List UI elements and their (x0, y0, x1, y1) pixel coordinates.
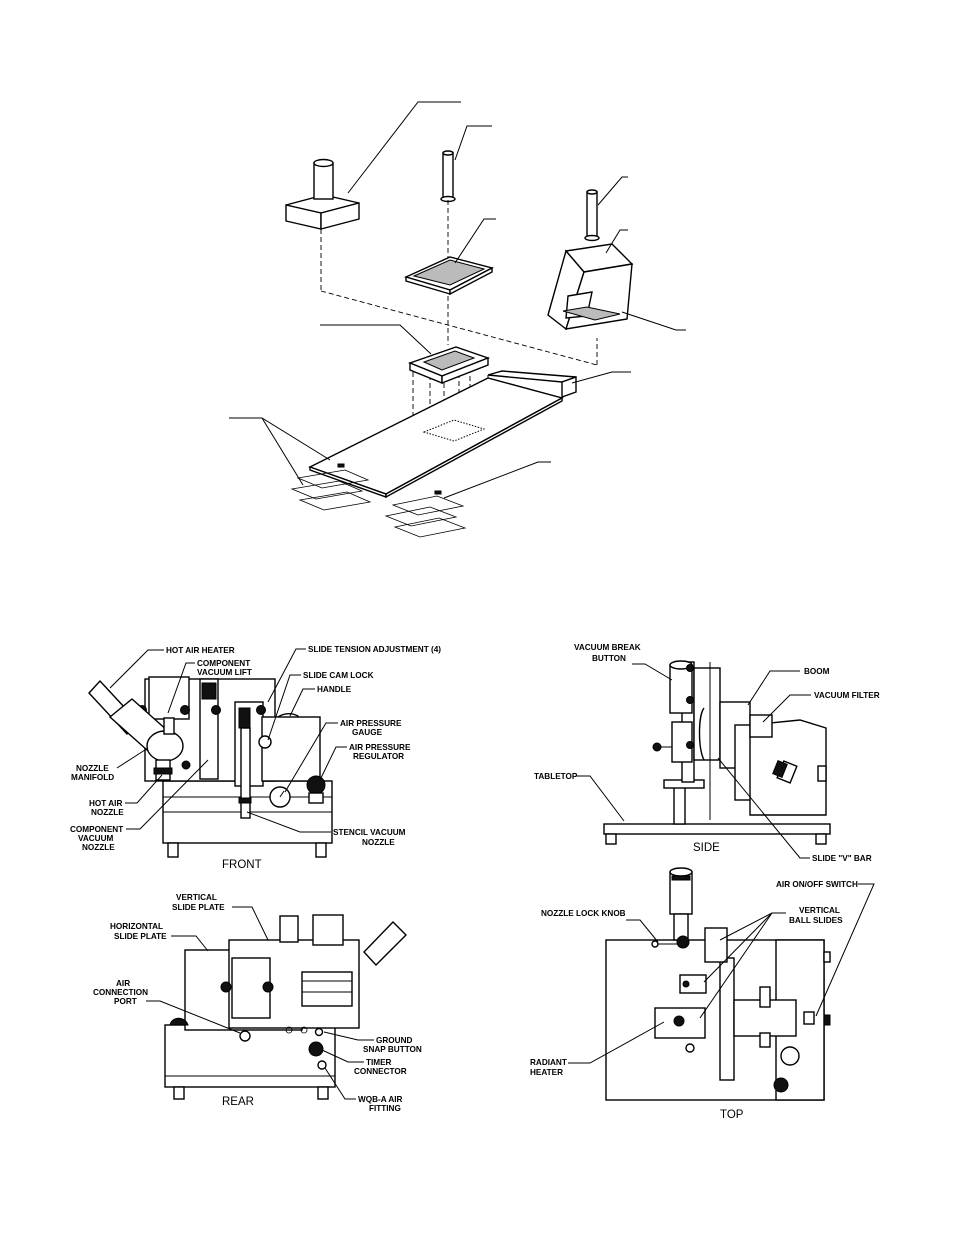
label-air-switch: AIR ON/OFF SWITCH (776, 880, 858, 889)
label-tabletop: TABLETOP (534, 772, 578, 781)
hot-air-nozzle-block (285, 158, 360, 230)
label-vertical-slide-2: SLIDE PLATE (172, 903, 225, 912)
front-view: FRONT HOT AIR HEATER COMPONENT VACUUM LI… (70, 645, 441, 871)
label-air-connection-2: CONNECTION (93, 988, 148, 997)
label-hot-air-heater: HOT AIR HEATER (166, 646, 235, 655)
label-air-connection-3: PORT (114, 997, 137, 1006)
label-vacuum-filter: VACUUM FILTER (814, 691, 880, 700)
label-radiant-heater-1: RADIANT (530, 1058, 567, 1067)
label-vertical-ball-1: VERTICAL (799, 906, 840, 915)
label-boom: BOOM (804, 667, 830, 676)
label-slide-v-bar: SLIDE "V" BAR (812, 854, 872, 863)
rear-view: REAR VERTICAL SLIDE PLATE HORIZONTAL SLI… (93, 893, 422, 1113)
front-leader-lines (109, 648, 347, 833)
front-machine (88, 676, 333, 858)
front-view-title: FRONT (222, 859, 262, 871)
vacuum-pin-center (440, 150, 456, 203)
label-timer-connector-1: TIMER (366, 1058, 392, 1067)
top-view-title: TOP (720, 1109, 744, 1121)
label-horizontal-slide-1: HORIZONTAL (110, 922, 163, 931)
side-view: SIDE VACUUM BREAK BUTTON BOOM VACUUM FIL… (534, 643, 880, 863)
top-labels: AIR ON/OFF SWITCH NOZZLE LOCK KNOB VERTI… (530, 880, 858, 1077)
label-air-pressure-regulator-1: AIR PRESSURE (349, 743, 411, 752)
front-labels: HOT AIR HEATER COMPONENT VACUUM LIFT SLI… (70, 645, 441, 852)
rear-machine (164, 914, 407, 1100)
label-component-vacuum-lift-2: VACUUM LIFT (197, 668, 252, 677)
circuit-board (308, 377, 564, 499)
label-radiant-heater-2: HEATER (530, 1068, 563, 1077)
side-view-title: SIDE (693, 842, 720, 854)
label-air-connection-1: AIR (116, 979, 130, 988)
rear-view-title: REAR (222, 1096, 254, 1108)
label-component-vacuum-nozzle-1: COMPONENT (70, 825, 123, 834)
label-air-pressure-regulator-2: REGULATOR (353, 752, 404, 761)
label-slide-tension: SLIDE TENSION ADJUSTMENT (4) (308, 645, 441, 654)
component-chip (404, 256, 494, 296)
label-vacuum-break-1: VACUUM BREAK (574, 643, 641, 652)
vacuum-pin-right (584, 189, 600, 242)
label-ground-snap-2: SNAP BUTTON (363, 1045, 422, 1054)
top-leader-lines (568, 883, 875, 1064)
rear-labels: VERTICAL SLIDE PLATE HORIZONTAL SLIDE PL… (93, 893, 422, 1113)
label-handle: HANDLE (317, 685, 352, 694)
label-hot-air-nozzle-2: NOZZLE (91, 808, 124, 817)
label-nozzle-manifold-1: NOZZLE (76, 764, 109, 773)
side-machine (603, 660, 831, 845)
label-wqb-fitting-1: WQB-A AIR (358, 1095, 403, 1104)
pad-footprints (290, 469, 467, 538)
top-machine (605, 867, 831, 1101)
label-hot-air-nozzle-1: HOT AIR (89, 799, 122, 808)
component-carrier (408, 346, 491, 385)
label-nozzle-lock-knob: NOZZLE LOCK KNOB (541, 909, 626, 918)
label-horizontal-slide-2: SLIDE PLATE (114, 932, 167, 941)
label-slide-cam-lock: SLIDE CAM LOCK (303, 671, 374, 680)
label-air-pressure-gauge-1: AIR PRESSURE (340, 719, 402, 728)
label-vacuum-break-2: BUTTON (592, 654, 626, 663)
label-component-vacuum-lift-1: COMPONENT (197, 659, 250, 668)
top-view: TOP AIR ON/OFF SWITCH NOZZLE LOCK KNOB V… (530, 867, 875, 1121)
side-leader-lines (576, 663, 811, 859)
label-air-pressure-gauge-2: GAUGE (352, 728, 383, 737)
label-ground-snap-1: GROUND (376, 1036, 412, 1045)
side-labels: VACUUM BREAK BUTTON BOOM VACUUM FILTER T… (534, 643, 880, 863)
label-wqb-fitting-2: FITTING (369, 1104, 401, 1113)
label-timer-connector-2: CONNECTOR (354, 1067, 407, 1076)
label-vertical-ball-2: BALL SLIDES (789, 916, 843, 925)
exploded-leader-lines (229, 101, 686, 499)
label-component-vacuum-nozzle-2: VACUUM (78, 834, 114, 843)
rear-leader-lines (146, 906, 374, 1100)
label-component-vacuum-nozzle-3: NOZZLE (82, 843, 115, 852)
label-vertical-slide-1: VERTICAL (176, 893, 217, 902)
stencil-hood (547, 243, 634, 331)
label-nozzle-manifold-2: MANIFOLD (71, 773, 114, 782)
exploded-assembly (229, 101, 686, 538)
label-stencil-vacuum-nozzle-2: NOZZLE (362, 838, 395, 847)
label-stencil-vacuum-nozzle-1: STENCIL VACUUM (333, 828, 406, 837)
